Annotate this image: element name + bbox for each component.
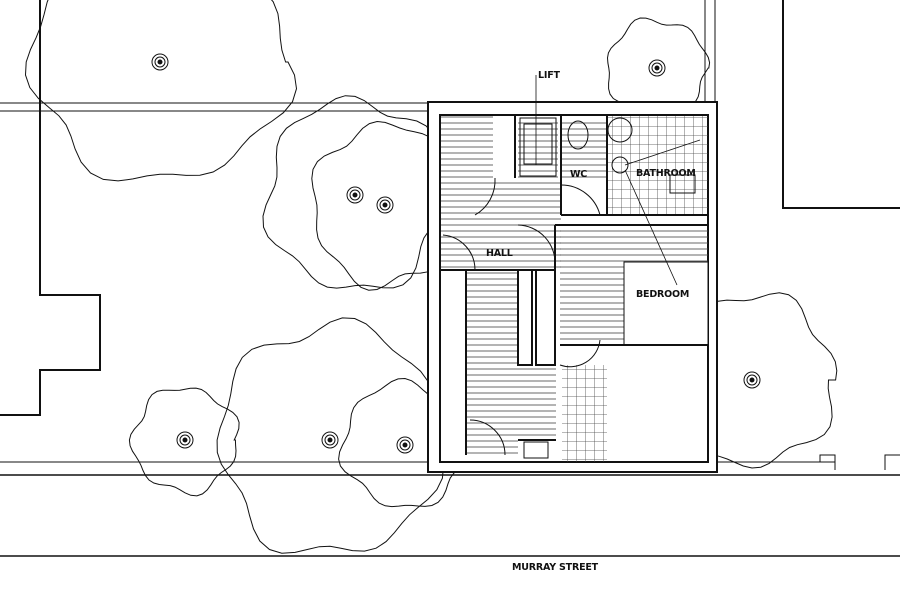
bathroom-floor — [608, 116, 708, 216]
bed — [623, 261, 709, 346]
tree-trunk-icon — [396, 436, 414, 454]
tree-trunk-icon — [346, 186, 364, 204]
tree-trunk-icon — [349, 189, 361, 201]
tree-trunk-icon — [743, 371, 761, 389]
tree-trunk-icon — [182, 437, 188, 443]
hall-floor — [441, 178, 561, 270]
tree-trunk-icon — [648, 59, 666, 77]
tree-trunk-icon — [321, 431, 339, 449]
tree-trunk-icon — [176, 431, 194, 449]
site-boundaries — [0, 0, 900, 557]
tree-trunk-icon — [376, 196, 394, 214]
street-label: MURRAY STREET — [512, 562, 599, 573]
tree-trunk-icon — [157, 59, 163, 65]
tree-trunk-icon — [654, 65, 660, 71]
tree-trunk-icon — [749, 377, 755, 383]
tree-trunk-icon — [399, 439, 411, 451]
tree-trunk-icon — [151, 53, 169, 71]
tree-canopy — [128, 387, 240, 497]
tree-trunk-icon — [382, 202, 388, 208]
lift-shaft — [518, 118, 558, 178]
tree-trunk-icon — [154, 56, 166, 68]
room-label-bathroom: BATHROOM — [636, 168, 696, 179]
tree-trunk-icon — [379, 199, 391, 211]
room-label-bedroom: BEDROOM — [636, 289, 689, 300]
tree-trunk-icon — [324, 434, 336, 446]
tree-trunk-icon — [746, 374, 758, 386]
room-label-lift: LIFT — [538, 70, 560, 81]
tree-canopy — [24, 0, 298, 182]
tree-trunk-icon — [327, 437, 333, 443]
tree-canopy — [262, 95, 449, 289]
tree-trunk-icon — [651, 62, 663, 74]
building: LIFT WC BATHROOM HALL BEDROOM — [427, 70, 718, 473]
tree-canopy — [216, 317, 445, 554]
tree-trunk-icon — [179, 434, 191, 446]
room-label-hall: HALL — [486, 248, 513, 259]
room-label-wc: WC — [570, 169, 587, 180]
tree-trunk-icon — [352, 192, 358, 198]
tree-trunk-icon — [402, 442, 408, 448]
